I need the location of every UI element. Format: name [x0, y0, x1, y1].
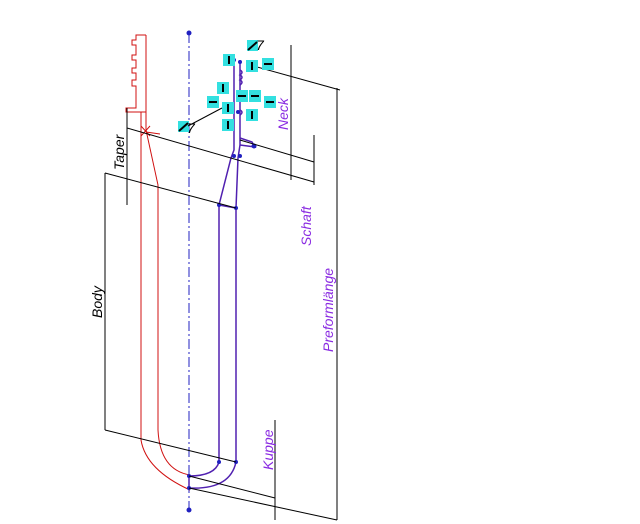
- vertical-relation-icon: [222, 102, 234, 114]
- vertical-relation-icon: [223, 54, 235, 66]
- relation-markers[interactable]: [178, 40, 276, 132]
- preform-profile[interactable]: [187, 58, 257, 490]
- centerline[interactable]: [186, 30, 192, 513]
- vertical-relation-icon: [222, 119, 234, 131]
- horizontal-relation-icon: [264, 96, 276, 108]
- horizontal-relation-icon: [236, 90, 248, 102]
- vertical-relation-icon: [246, 109, 258, 121]
- dimension-taper[interactable]: Taper: [111, 133, 127, 170]
- horizontal-relation-icon: [249, 90, 261, 102]
- reference-profile[interactable]: [125, 34, 191, 491]
- dimension-lines: [104, 45, 341, 521]
- horizontal-relation-icon: [262, 58, 274, 70]
- horizontal-relation-icon: [207, 96, 219, 108]
- relation-marker-label: 7: [187, 120, 196, 136]
- dimension-body[interactable]: Body: [89, 285, 105, 318]
- dimension-kuppe[interactable]: Kuppe: [260, 429, 276, 470]
- vertical-relation-icon: [217, 82, 229, 94]
- relation-marker-label: 7: [256, 37, 265, 53]
- dimension-schaft[interactable]: Schaft: [298, 205, 314, 246]
- vertical-relation-icon: [246, 60, 258, 72]
- fix-relation-icon: [247, 40, 258, 51]
- dimension-preformlaenge[interactable]: Preformlänge: [320, 268, 336, 352]
- dimension-neck[interactable]: Neck: [275, 97, 291, 130]
- fix-relation-icon: [178, 121, 189, 132]
